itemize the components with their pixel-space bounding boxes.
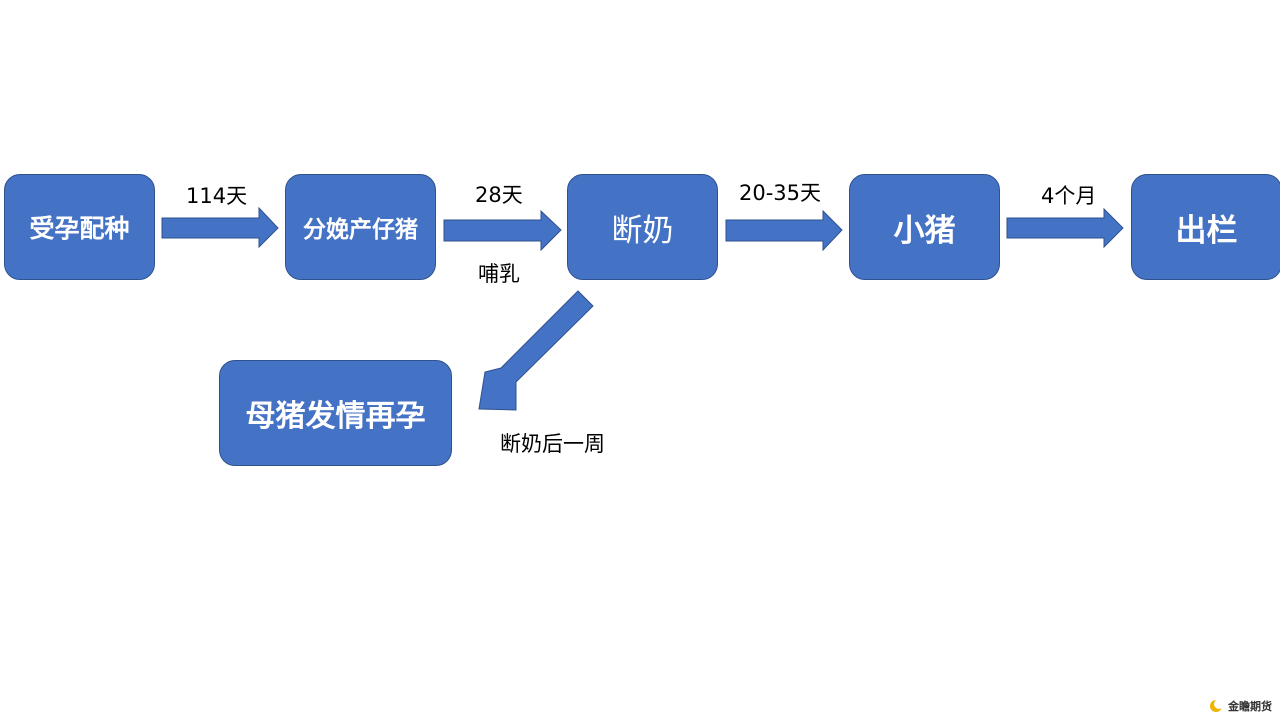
node-weaning: 断奶 xyxy=(567,174,718,280)
node-farrowing: 分娩产仔猪 xyxy=(285,174,436,280)
moon-logo-icon xyxy=(1210,699,1224,712)
node-mating: 受孕配种 xyxy=(4,174,155,280)
node-farrowing-label: 分娩产仔猪 xyxy=(303,217,418,243)
watermark-logo: 金瞻期货 xyxy=(1208,698,1272,714)
arrow-piglet-to-slaughter xyxy=(1006,207,1124,249)
edge-label-mating-to-farrowing: 114天 xyxy=(186,184,248,208)
node-sow-rebreed: 母猪发情再孕 xyxy=(219,360,452,466)
arrow-weaning-to-sow xyxy=(478,290,594,411)
node-piglet-label: 小猪 xyxy=(893,212,956,249)
node-slaughter-label: 出栏 xyxy=(1175,212,1238,249)
node-mating-label: 受孕配种 xyxy=(29,214,130,243)
watermark-text: 金瞻期货 xyxy=(1228,700,1272,713)
node-piglet: 小猪 xyxy=(849,174,1000,280)
edge-sublabel-nursing: 哺乳 xyxy=(478,262,520,286)
arrow-mating-to-farrowing xyxy=(161,206,279,249)
arrow-weaning-to-piglet xyxy=(725,209,843,252)
node-slaughter: 出栏 xyxy=(1131,174,1280,280)
node-weaning-label: 断奶 xyxy=(611,212,674,249)
edge-label-farrowing-to-weaning: 28天 xyxy=(475,183,523,207)
arrow-farrowing-to-weaning xyxy=(443,209,562,252)
edge-label-weaning-to-piglet: 20-35天 xyxy=(739,181,822,205)
edge-label-piglet-to-slaughter: 4个月 xyxy=(1041,184,1097,208)
node-sow-rebreed-label: 母猪发情再孕 xyxy=(245,399,426,434)
edge-label-weaning-to-sow: 断奶后一周 xyxy=(500,432,605,456)
